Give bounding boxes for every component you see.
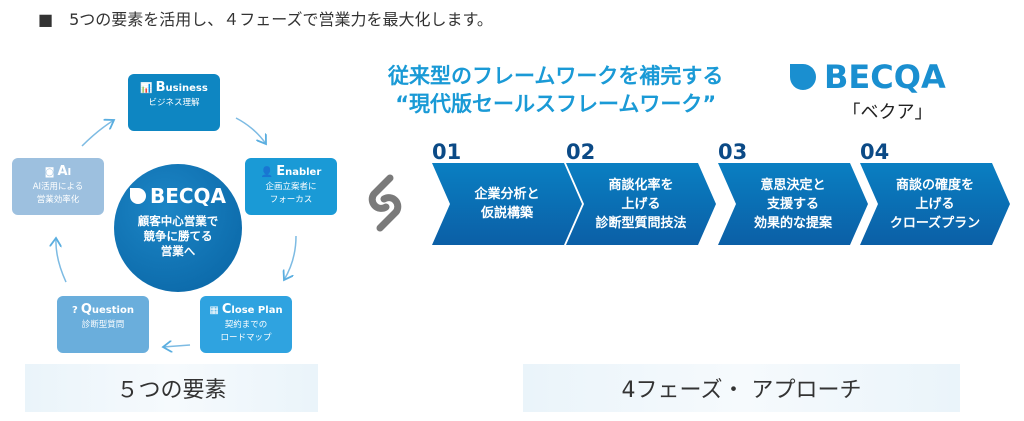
element-desc-1: ビジネス理解 — [148, 98, 200, 108]
phase-text-line: 支援する — [766, 196, 819, 212]
element-name: I — [67, 167, 72, 178]
phase-arrow-01: 企業分析と仮説構築 — [432, 163, 582, 245]
center-line3: 営業へ — [160, 244, 196, 258]
element-desc-2: 営業効率化 — [36, 195, 80, 205]
brand-reading: 「ベクア」 — [842, 102, 933, 123]
element-desc-1: AI活用による — [32, 182, 84, 192]
phase-text-line: 商談の確度を — [895, 177, 974, 193]
phase-number: 01 — [432, 140, 462, 164]
phase-text-line: 意思決定と — [760, 177, 826, 193]
element-box-q: ?Question 診断型質問 — [57, 296, 149, 353]
logo-drop-icon — [129, 188, 146, 204]
bar-chart-icon: 📊 — [140, 83, 153, 94]
element-name: usiness — [165, 83, 208, 94]
center-line1: 顧客中心営業で — [137, 214, 219, 228]
title-line2: “現代版セールスフレームワーク” — [395, 92, 717, 116]
arrow-enabler-close — [284, 235, 297, 280]
element-box-e: 👤Enabler 企画立案者にフォーカス — [245, 158, 337, 215]
brand-logo-text: BECQA — [824, 58, 946, 96]
element-initial: E — [276, 164, 286, 179]
phase-text-line: クローズプラン — [889, 215, 981, 231]
center-logo: BECQA — [114, 184, 242, 208]
five-elements-label: ５つの要素 — [25, 364, 318, 412]
cycle-arrows — [0, 117, 297, 421]
center-circle: BECQA 顧客中心営業で競争に勝てる営業へ — [114, 164, 242, 292]
title-line1: 従来型のフレームワークを補完する — [388, 64, 724, 88]
element-desc-1: 診断型質問 — [81, 320, 125, 330]
phase-text-line: 商談化率を — [608, 177, 674, 193]
four-phase-label: 4フェーズ・ アプローチ — [523, 364, 960, 412]
brand-block: BECQA 「ベクア」 — [790, 58, 955, 124]
arrow-ai-business — [81, 120, 114, 147]
arrow-question-ai — [56, 238, 67, 283]
framework-title: 従来型のフレームワークを補完する “現代版セールスフレームワーク” — [388, 62, 723, 118]
phase-text-line: 効果的な提案 — [753, 215, 832, 231]
page-heading: ■ 5つの要素を活用し、４フェーズで営業力を最大化します。 — [38, 10, 493, 29]
robot-icon: ◙ — [44, 167, 55, 178]
phase-number: 04 — [860, 140, 890, 164]
element-initial: Q — [80, 302, 92, 317]
calendar-icon: ▦ — [209, 305, 219, 316]
phase-text-line: 診断型質問技法 — [595, 215, 687, 231]
phase-number: 02 — [566, 140, 596, 164]
phase-text-line: 企業分析と — [474, 187, 540, 202]
phase-arrow-03: 意思決定と支援する効果的な提案 — [718, 163, 868, 245]
person-icon: 👤 — [260, 167, 274, 178]
element-initial: A — [57, 164, 68, 179]
element-box-b: 📊Business ビジネス理解 — [128, 74, 220, 131]
element-box-c: ▦Close Plan 契約までのロードマップ — [200, 296, 292, 353]
chain-link-icon — [368, 174, 402, 232]
element-desc-2: ロードマップ — [220, 333, 272, 343]
phase-text-line: 仮説構築 — [480, 206, 533, 221]
center-logo-text: BECQA — [149, 184, 227, 208]
center-line2: 競争に勝てる — [143, 229, 213, 243]
element-initial: C — [221, 302, 232, 317]
phase-text-line: 上げる — [915, 196, 955, 212]
element-initial: B — [155, 80, 166, 95]
arrow-close-question — [163, 345, 191, 347]
element-name: nabler — [285, 167, 322, 178]
element-desc-1: 契約までの — [224, 320, 268, 330]
element-name: lose Plan — [231, 305, 283, 316]
phase-arrow-04: 商談の確度を上げるクローズプラン — [860, 163, 1010, 245]
phase-arrow-02: 商談化率を上げる診断型質問技法 — [566, 163, 716, 245]
element-name: uestion — [91, 305, 134, 316]
element-box-a: ◙AI AI活用による営業効率化 — [12, 158, 104, 215]
logo-drop-icon — [790, 64, 816, 90]
question-icon: ? — [72, 305, 78, 316]
element-desc-2: フォーカス — [269, 195, 313, 205]
phase-number: 03 — [718, 140, 748, 164]
element-desc-1: 企画立案者に — [265, 182, 317, 192]
arrow-business-enabler — [235, 117, 266, 144]
phase-text-line: 上げる — [621, 196, 661, 212]
